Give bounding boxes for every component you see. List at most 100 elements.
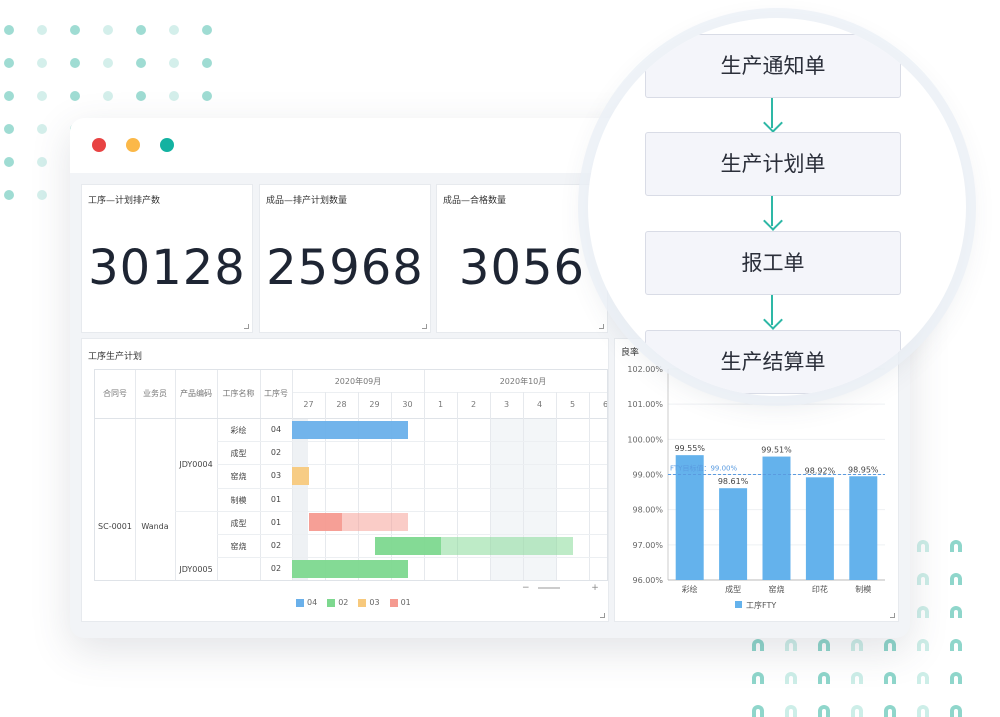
gantt-column-header: 工序号 xyxy=(264,389,288,398)
decorative-dot xyxy=(70,58,80,68)
gantt-day-header: 27 xyxy=(303,400,314,409)
zoom-in-button[interactable]: + xyxy=(591,583,599,593)
gantt-process-no: 02 xyxy=(270,564,282,574)
kpi-label: 成品—排产计划数量 xyxy=(266,196,348,206)
decorative-dot xyxy=(37,124,47,134)
bar-data-label[interactable]: 98.95% xyxy=(848,465,879,474)
gantt-column-header: 合同号 xyxy=(103,389,127,398)
flow-arrow-icon xyxy=(771,196,773,226)
gantt-process-name: 彩绘 xyxy=(230,426,247,435)
bar-data-label[interactable]: 98.92% xyxy=(805,466,836,475)
resize-handle-icon[interactable] xyxy=(600,613,605,618)
gantt-legend: 04 02 03 01 xyxy=(296,598,411,607)
y-tick-label: 101.00% xyxy=(627,400,663,409)
yield-bar[interactable] xyxy=(719,488,748,580)
decorative-dot xyxy=(103,25,113,35)
yield-bar[interactable] xyxy=(805,477,834,580)
gantt-column-header: 产品编码 xyxy=(180,389,212,398)
decorative-dot xyxy=(37,190,47,200)
bar-data-label[interactable]: 99.55% xyxy=(674,444,705,453)
chart-title: 良率 xyxy=(621,348,640,358)
kpi-card-product-plan: 成品—排产计划数量 25968 xyxy=(259,184,431,333)
gantt-day-header: 30 xyxy=(402,400,413,409)
zoom-control: − + xyxy=(522,583,599,593)
yield-bar[interactable] xyxy=(762,456,791,580)
gantt-task-bar[interactable] xyxy=(374,536,441,555)
decorative-arc xyxy=(917,573,929,585)
decorative-arc xyxy=(785,672,797,684)
bar-data-label[interactable]: 98.61% xyxy=(718,477,749,486)
decorative-arc xyxy=(950,672,962,684)
decorative-dot xyxy=(169,91,179,101)
flow-step-plan[interactable]: 生产计划单 xyxy=(645,132,901,196)
gantt-day-header: 1 xyxy=(437,400,444,409)
gantt-month-header: 2020年09月 xyxy=(334,377,382,386)
gantt-process-name: 成型 xyxy=(230,518,247,528)
gantt-process-no: 03 xyxy=(270,471,282,481)
gantt-task-bar[interactable] xyxy=(292,466,309,485)
zoom-out-button[interactable]: − xyxy=(522,583,530,593)
close-window-button[interactable] xyxy=(92,138,106,152)
today-shade xyxy=(292,418,308,580)
yield-bar[interactable] xyxy=(849,476,878,580)
decorative-arc xyxy=(851,672,863,684)
gantt-grid-line xyxy=(523,392,524,580)
gantt-task-bar[interactable] xyxy=(341,513,408,532)
gantt-process-no: 01 xyxy=(270,494,282,504)
gantt-day-header: 5 xyxy=(569,400,576,409)
decorative-arc xyxy=(884,672,896,684)
legend-swatch-icon xyxy=(389,598,398,607)
minimize-window-button[interactable] xyxy=(126,138,140,152)
flow-step-settlement[interactable]: 生产结算单 xyxy=(645,330,901,394)
decorative-arc xyxy=(917,606,929,618)
decorative-dot xyxy=(37,157,47,167)
kpi-value: 25968 xyxy=(266,240,424,296)
flow-arrow-icon xyxy=(771,98,773,128)
yield-bar-chart: 102.00%101.00%100.00%99.00%98.00%97.00%9… xyxy=(627,365,885,610)
gantt-row-line xyxy=(217,464,607,466)
gantt-row-line xyxy=(175,510,217,512)
zoom-slider[interactable] xyxy=(538,586,561,589)
decorative-dot xyxy=(70,91,80,101)
gantt-legend-item[interactable]: 04 xyxy=(296,598,317,607)
arrow-down-icon xyxy=(763,113,783,133)
gantt-task-bar[interactable] xyxy=(440,536,573,555)
gantt-grid-line xyxy=(217,370,218,580)
bar-data-label[interactable]: 99.51% xyxy=(761,446,792,455)
gantt-legend-item[interactable]: 01 xyxy=(389,598,411,607)
decorative-dot xyxy=(4,190,14,200)
gantt-grid-line xyxy=(490,392,491,580)
yield-bar[interactable] xyxy=(675,455,704,580)
y-tick-label: 98.00% xyxy=(632,506,663,515)
resize-handle-icon[interactable] xyxy=(599,324,604,329)
gantt-legend-item[interactable]: 03 xyxy=(358,598,380,607)
decorative-arc xyxy=(785,639,797,651)
x-tick-label: 印花 xyxy=(812,584,828,594)
decorative-dot xyxy=(4,124,14,134)
legend-label: 01 xyxy=(400,598,411,607)
gantt-task-bar[interactable] xyxy=(292,559,408,578)
decorative-arc xyxy=(818,705,830,717)
decorative-arc xyxy=(950,705,962,717)
gantt-contract: SC-0001 xyxy=(98,522,132,531)
resize-handle-icon[interactable] xyxy=(422,324,427,329)
decorative-arc xyxy=(785,705,797,717)
maximize-window-button[interactable] xyxy=(160,138,174,152)
flow-step-notice[interactable]: 生产通知单 xyxy=(645,34,901,98)
x-tick-label: 彩绘 xyxy=(682,584,698,594)
gantt-process-name: 成型 xyxy=(230,449,247,459)
gantt-task-bar[interactable] xyxy=(292,420,408,439)
resize-handle-icon[interactable] xyxy=(244,324,249,329)
x-tick-label: 成型 xyxy=(725,584,741,594)
gantt-grid-line xyxy=(424,370,425,580)
gantt-day-header: 3 xyxy=(503,400,510,409)
decorative-arc xyxy=(884,705,896,717)
gantt-legend-item[interactable]: 02 xyxy=(327,598,348,607)
gantt-task-bar[interactable] xyxy=(308,513,342,532)
gantt-grid-line xyxy=(358,392,359,580)
decorative-dot xyxy=(169,25,179,35)
arrow-down-icon xyxy=(763,310,783,330)
gantt-grid-line xyxy=(175,370,176,580)
resize-handle-icon[interactable] xyxy=(890,613,895,618)
flow-step-report[interactable]: 报工单 xyxy=(645,231,901,295)
